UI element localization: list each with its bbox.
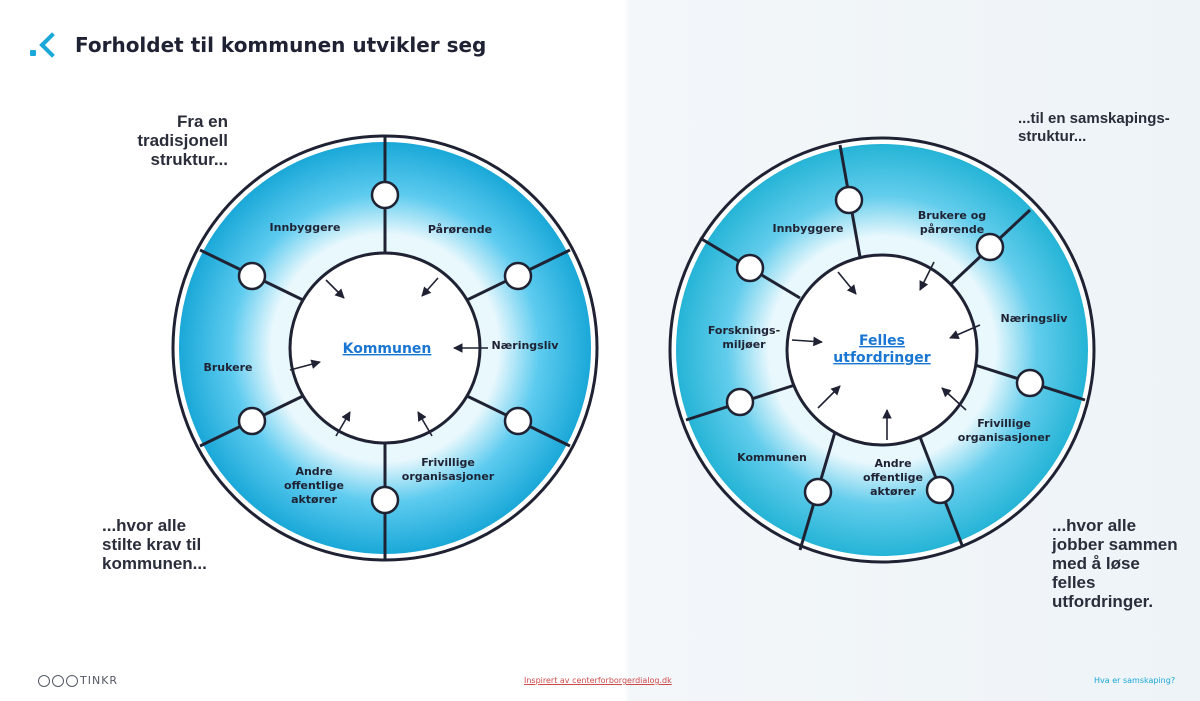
right-arrows xyxy=(791,261,981,440)
by-icon xyxy=(52,674,64,687)
caption-demands: ...hvor alle stilte krav til kommunen... xyxy=(102,516,207,573)
cc-icon xyxy=(38,674,50,687)
footer-logo-text: TINKR xyxy=(80,674,119,687)
brand-chevron-icon xyxy=(30,30,65,60)
footer-logo: TINKR xyxy=(38,674,118,687)
left-puzzle-ring xyxy=(171,134,599,562)
nc-icon xyxy=(66,674,78,687)
slide-header: Forholdet til kommunen utvikler seg xyxy=(30,30,486,60)
right-segment-kommunen: Kommunen xyxy=(737,451,807,464)
right-segment-forskning: Forsknings-miljøer xyxy=(708,324,780,351)
left-segment-brukere: Brukere xyxy=(203,361,252,374)
caption-cocreation: ...til en samskapings- struktur... xyxy=(1018,110,1170,145)
left-center-label: Kommunen xyxy=(343,341,432,357)
left-arrows xyxy=(289,277,488,437)
footer-samskaping-link[interactable]: Hva er samskaping? xyxy=(1094,676,1176,685)
footer-source-link[interactable]: Inspirert av centerforborgerdialog.dk xyxy=(524,676,672,685)
slide-title: Forholdet til kommunen utvikler seg xyxy=(75,33,487,57)
right-puzzle-ring xyxy=(668,136,1096,564)
left-segment-parorende: Pårørende xyxy=(428,223,492,236)
caption-together: ...hvor alle jobber sammen med å løse fe… xyxy=(1052,516,1178,611)
right-segment-innbyggere: Innbyggere xyxy=(773,222,844,235)
left-segment-innbyggere: Innbyggere xyxy=(270,221,341,234)
caption-traditional: Fra en tradisjonell struktur... xyxy=(137,112,228,169)
left-segment-naeringsliv: Næringsliv xyxy=(492,339,560,352)
right-segment-naeringsliv: Næringsliv xyxy=(1001,312,1069,325)
